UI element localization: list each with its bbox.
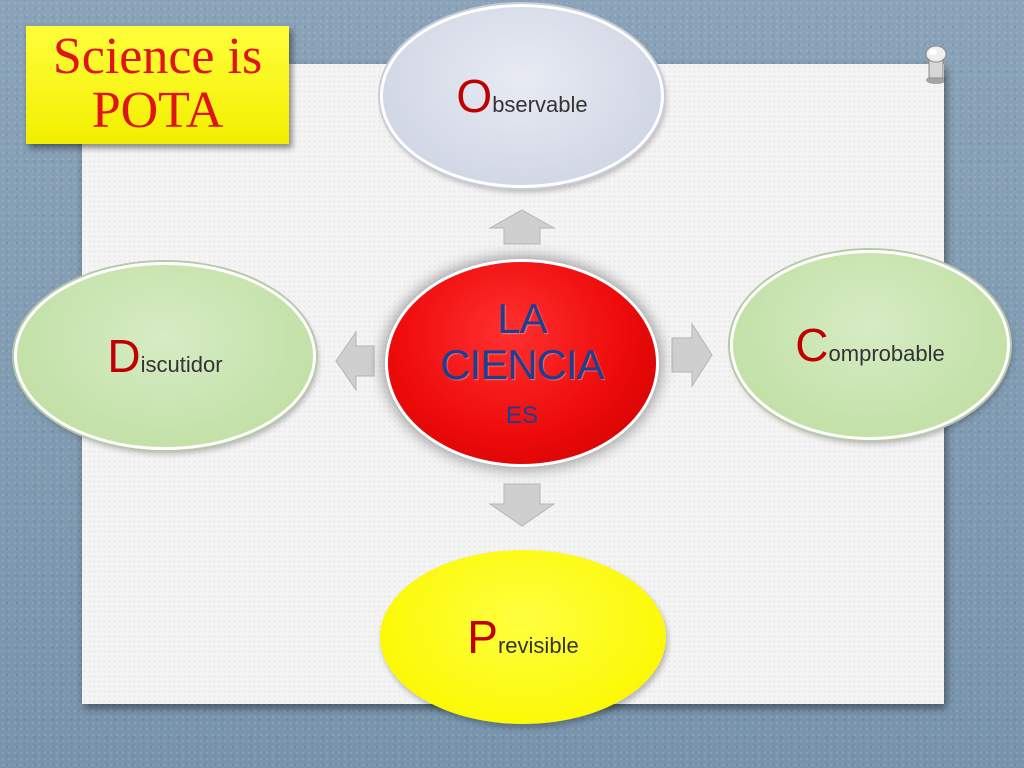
arrow-down-icon [488, 482, 556, 528]
center-line-3: ES [505, 402, 538, 429]
center-node: LA CIENCIA ES [388, 262, 656, 464]
node-comprobable-initial: C [795, 319, 829, 371]
node-observable-initial: O [456, 70, 493, 122]
node-previsible-initial: P [467, 611, 498, 663]
pushpin-icon [921, 44, 951, 86]
title-line-1: Science is [52, 28, 263, 85]
node-previsible: P revisible [380, 550, 666, 724]
node-observable-rest: bservable [492, 92, 588, 117]
center-line-1: LA [497, 295, 547, 342]
title-sticky-note: Science is POTA [26, 26, 289, 144]
arrow-left-icon [334, 330, 376, 392]
node-discutidor-rest: iscutidor [140, 352, 223, 377]
node-comprobable-rest: omprobable [828, 341, 945, 366]
node-discutidor-initial: D [107, 330, 141, 382]
arrow-up-icon [488, 208, 556, 246]
node-comprobable: C omprobable [730, 250, 1010, 440]
node-previsible-rest: revisible [497, 633, 579, 658]
title-line-2: POTA [91, 82, 224, 139]
node-discutidor: D iscutidor [14, 262, 316, 450]
center-line-2: CIENCIA [440, 341, 604, 388]
arrow-right-icon [670, 322, 714, 388]
node-observable: O bservable [380, 4, 664, 188]
